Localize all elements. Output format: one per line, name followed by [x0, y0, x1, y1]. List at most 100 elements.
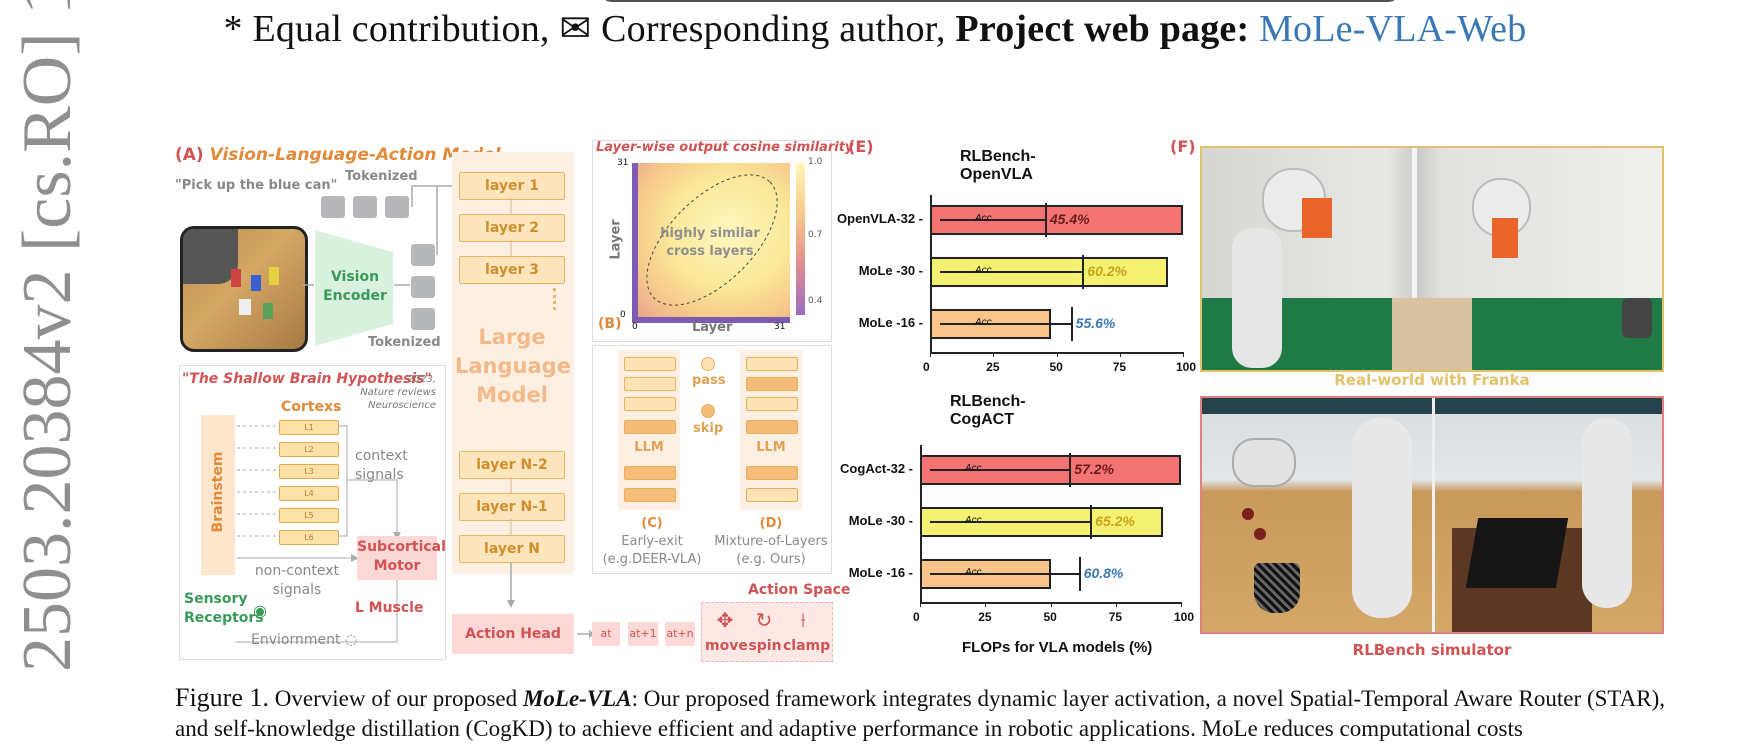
x-tick-label: 0	[913, 610, 920, 624]
x-tick-mark	[1181, 602, 1182, 607]
chart-title: RLBench-OpenVLA	[960, 148, 1036, 183]
panel-b-xlabel: Layer	[692, 320, 733, 335]
move-icon: ✥	[716, 608, 734, 632]
bar-acc-label: Acc	[965, 515, 982, 526]
y-axis-line	[920, 445, 922, 603]
affiliation-line: * Equal contribution, ✉ Corresponding au…	[223, 8, 1527, 50]
previous-line-fragment	[600, 0, 1400, 2]
x-tick-mark	[985, 602, 987, 607]
panel-e-tag: (E)	[848, 137, 874, 156]
x-tick-mark	[930, 352, 931, 357]
action-token: at	[592, 622, 620, 646]
tokenized-label-bottom: Tokenized	[368, 335, 441, 350]
bar-category-label: CogAct-32 -	[840, 461, 913, 476]
bar-category-label: OpenVLA-32 -	[837, 211, 923, 226]
mini-layer	[746, 377, 798, 391]
instruction-text: "Pick up the blue can"	[175, 178, 338, 193]
layer-ellipsis	[553, 288, 559, 310]
pass-label: pass	[692, 373, 726, 388]
bar-category-label: MoLe -30 -	[858, 263, 923, 278]
cortex-layer: L3	[279, 464, 339, 479]
clamp-icon: ⟊	[800, 608, 806, 632]
colorbar	[796, 163, 805, 315]
project-link[interactable]: MoLe-VLA-Web	[1259, 8, 1527, 50]
colorbar-tick: 1.0	[808, 157, 823, 167]
x-tick-label: 75	[1112, 360, 1127, 374]
mini-layer	[624, 357, 676, 371]
layer-box: layer 1	[459, 172, 565, 200]
mini-layer	[746, 357, 798, 371]
accuracy-errorbar	[930, 573, 1079, 575]
accuracy-errorbar	[930, 521, 1091, 523]
cortex-layer: L4	[279, 486, 339, 501]
colorbar-tick: 0.4	[808, 296, 823, 306]
text-token	[385, 196, 409, 218]
action-token: at+1	[628, 622, 658, 646]
similarity-ellipse	[646, 174, 778, 306]
mini-layer	[624, 420, 676, 434]
x-tick-label: 100	[1176, 360, 1197, 374]
chart-title: RLBench-CogACT	[950, 393, 1026, 428]
spin-icon: ↻	[755, 608, 773, 632]
arxiv-stamp: 2503.20384v2 [cs.RO] 14 Apr	[9, 0, 86, 672]
action-space-title: Action Space	[748, 582, 851, 598]
mini-layer	[624, 397, 676, 411]
x-tick-label: 100	[1174, 610, 1195, 624]
muscle-label: ᒪ Muscle	[355, 600, 424, 616]
mini-layer	[746, 488, 798, 502]
bar-category-label: MoLe -16 -	[848, 565, 913, 580]
similarity-heatmap	[632, 163, 790, 323]
x-tick-label: 75	[1108, 610, 1123, 624]
skip-dot	[701, 404, 715, 418]
panel-cd-frame	[592, 345, 832, 574]
input-arrows	[302, 182, 463, 286]
layer-box: layer 2	[459, 214, 565, 242]
mini-layer	[746, 466, 798, 480]
x-tick-mark	[1115, 602, 1117, 607]
cortex-layer: L2	[279, 442, 339, 457]
image-token	[411, 244, 435, 266]
mini-layer	[746, 397, 798, 411]
shallow-brain-panel	[179, 365, 446, 660]
pass-dot	[701, 357, 715, 371]
mol-caption: (D)Mixture-of-Layers(e.g. Ours)	[714, 516, 828, 567]
cortexs-label: Cortexs	[281, 399, 342, 415]
accuracy-value: 55.6%	[1075, 315, 1116, 331]
bar-acc-label: Acc	[975, 265, 992, 276]
action-label: move	[705, 638, 748, 654]
x-tick-label: 0	[923, 360, 930, 374]
shallow-brain-title: "The Shallow Brain Hypothesis"	[182, 371, 432, 387]
vision-encoder-shape	[315, 230, 393, 346]
accuracy-marker	[1082, 255, 1085, 289]
x-tick: 0	[632, 322, 638, 332]
bar-acc-label: Acc	[965, 463, 982, 474]
colorbar-tick: 0.7	[808, 230, 823, 240]
x-tick-label: 25	[986, 360, 1000, 374]
accuracy-value: 60.8%	[1083, 565, 1124, 581]
environment-label: Enviornment ◌	[251, 632, 358, 648]
panel-b-tag: (B)	[598, 316, 622, 332]
x-tick-mark	[1119, 352, 1121, 357]
layer-box: layer N	[459, 535, 565, 563]
accuracy-errorbar	[940, 323, 1071, 325]
action-token: at+n	[665, 622, 695, 646]
y-tick: 0	[620, 310, 626, 320]
panel-f-tag: (F)	[1170, 137, 1196, 156]
accuracy-errorbar	[930, 469, 1070, 471]
accuracy-value: 60.2%	[1087, 263, 1127, 279]
image-token	[411, 276, 435, 298]
x-tick-label: 50	[1043, 610, 1057, 624]
figure-label: Figure 1.	[175, 683, 269, 712]
accuracy-value: 65.2%	[1095, 513, 1135, 529]
brain-connectors	[235, 425, 401, 643]
layer-box: layer N-1	[459, 493, 565, 521]
mini-layer	[624, 488, 676, 502]
text-token	[353, 196, 377, 218]
